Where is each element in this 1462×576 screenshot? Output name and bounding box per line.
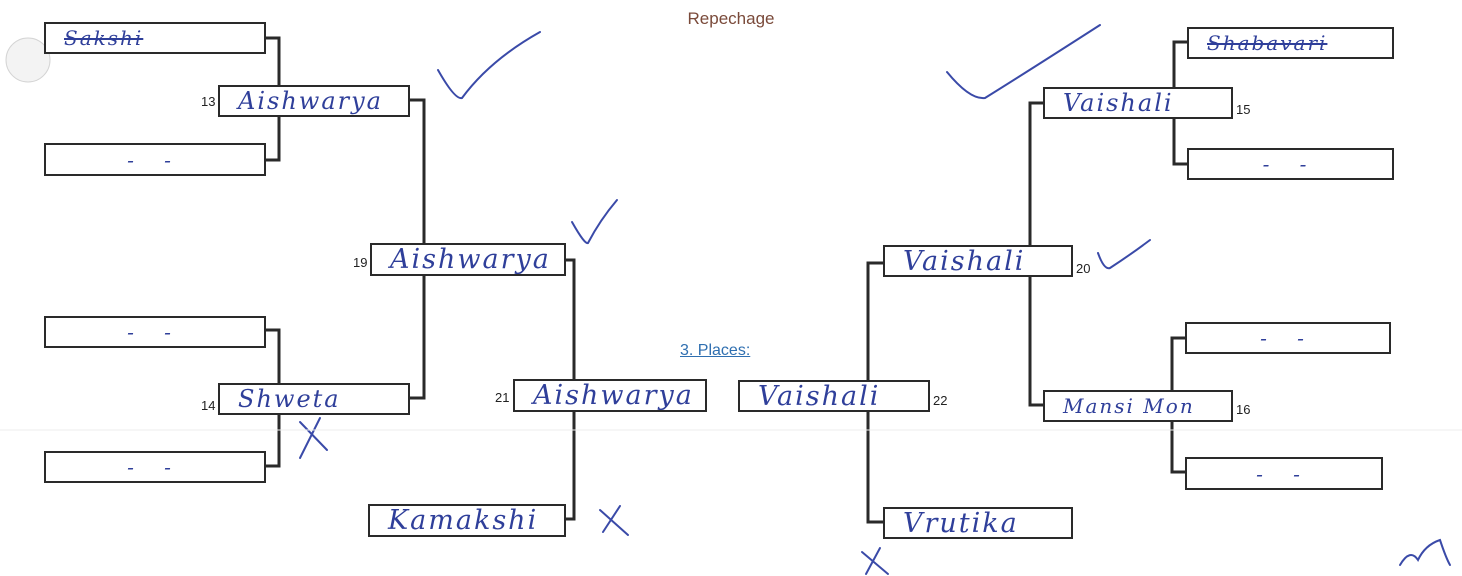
check-mark-icon xyxy=(1097,239,1151,270)
match-number-22: 22 xyxy=(933,393,948,408)
left-r1-slot-3: - - xyxy=(44,316,266,348)
match-number-16: 16 xyxy=(1236,402,1251,417)
hole-punch-mark xyxy=(5,37,51,83)
match-15-slot: Vaishali xyxy=(1043,87,1233,119)
left-r1-top-slot: Sakshi xyxy=(44,22,266,54)
third-places-label: 3. Places: xyxy=(680,342,751,359)
match-19-slot: Aishwarya xyxy=(370,243,566,276)
match-14-slot: Shweta xyxy=(218,383,410,415)
match-20-slot: Vaishali xyxy=(883,245,1073,277)
match-number-20: 20 xyxy=(1076,261,1091,276)
match-number-15: 15 xyxy=(1236,102,1251,117)
right-r1-slot-2: - - xyxy=(1187,148,1394,180)
scribble-mark xyxy=(1399,538,1451,566)
check-mark-icon xyxy=(437,31,541,100)
page-title: Repechage xyxy=(687,9,775,28)
right-r1-slot-3: - - xyxy=(1185,322,1391,354)
left-r1-slot-2: - - xyxy=(44,143,266,176)
match-16-slot: Mansi Mon xyxy=(1043,390,1233,422)
cross-mark-icon xyxy=(861,547,889,575)
check-mark-icon xyxy=(946,24,1101,100)
left-r1-bottom-slot: - - xyxy=(44,451,266,483)
check-mark-icon xyxy=(571,199,618,245)
right-r1-top-slot: Shabavari xyxy=(1187,27,1394,59)
match-number-21: 21 xyxy=(495,390,510,405)
match-13-slot: Aishwarya xyxy=(218,85,410,117)
right-other-slot: Vrutika xyxy=(883,507,1073,539)
match-number-14: 14 xyxy=(201,398,216,413)
left-other-slot: Kamakshi xyxy=(368,504,566,537)
match-21-slot: Aishwarya xyxy=(513,379,707,412)
handwritten-marks xyxy=(299,24,1451,575)
cross-mark-icon xyxy=(599,505,629,536)
match-number-13: 13 xyxy=(201,94,216,109)
match-number-19: 19 xyxy=(353,255,368,270)
match-22-slot: Vaishali xyxy=(738,380,930,412)
cross-mark-icon xyxy=(299,417,328,459)
right-r1-bottom-slot: - - xyxy=(1185,457,1383,490)
